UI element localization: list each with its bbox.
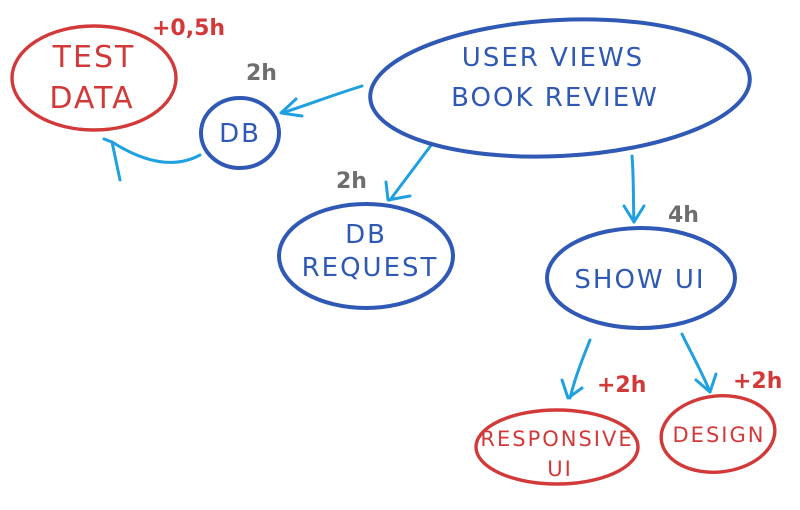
edge-show-ui-to-design (680, 332, 718, 394)
node-responsive-ui: RESPONSIVE UI +2h (474, 373, 646, 486)
node-design-estimate: +2h (733, 369, 782, 394)
node-user-views-book-review: USER VIEWS BOOK REVIEW (368, 17, 752, 159)
node-responsive-ui-line2: UI (547, 457, 573, 481)
node-responsive-ui-estimate: +2h (597, 373, 646, 398)
node-db-estimate: 2h (246, 61, 277, 86)
edge-db-to-test-data (102, 137, 202, 182)
node-test-data-line2: DATA (49, 81, 134, 116)
node-test-data-estimate: +0,5h (152, 16, 225, 41)
node-user-views-book-review-line1: USER VIEWS (462, 43, 644, 73)
node-responsive-ui-line1: RESPONSIVE (480, 427, 633, 451)
edge-root-to-db (279, 84, 364, 118)
node-design-label: DESIGN (673, 423, 766, 447)
node-db-request: DB REQUEST 2h (277, 169, 455, 310)
node-show-ui-estimate: 4h (668, 203, 699, 228)
node-db-request-line2: REQUEST (302, 253, 439, 283)
node-db-label: DB (219, 119, 261, 149)
node-show-ui: SHOW UI 4h (545, 203, 737, 330)
node-db-request-line1: DB (345, 220, 387, 250)
edge-root-to-show-ui (622, 154, 646, 224)
node-test-data: TEST DATA +0,5h (10, 16, 225, 132)
node-db: DB 2h (199, 61, 281, 170)
node-test-data-line1: TEST (52, 40, 136, 75)
node-db-request-estimate: 2h (336, 169, 367, 194)
node-show-ui-label: SHOW UI (574, 265, 705, 295)
edge-show-ui-to-responsive-ui (560, 338, 592, 400)
node-design: DESIGN +2h (659, 369, 782, 474)
node-user-views-book-review-line2: BOOK REVIEW (451, 83, 659, 113)
